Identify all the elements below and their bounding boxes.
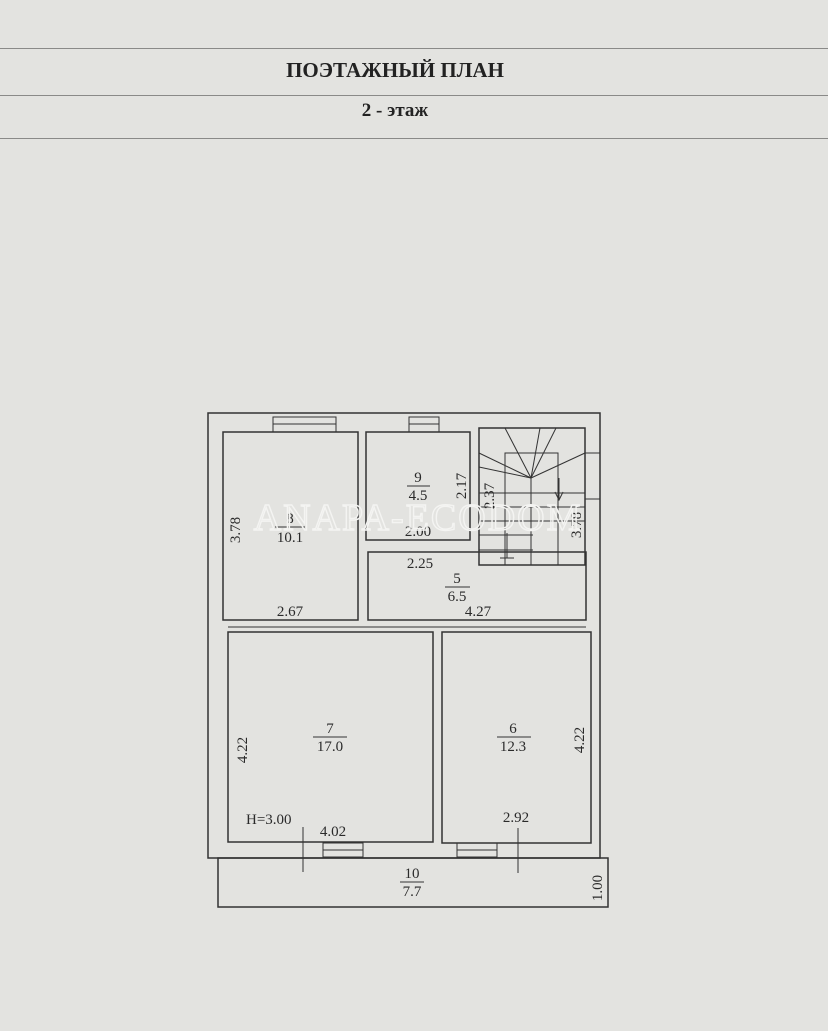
outer-wall <box>207 412 601 859</box>
dim-room6-width: 2.92 <box>503 810 529 826</box>
room-6 <box>441 631 592 844</box>
room-9-number: 9 <box>414 470 422 486</box>
window-top-left <box>272 416 337 433</box>
room-9-area: 4.5 <box>409 488 428 504</box>
room-6-number: 6 <box>509 721 517 737</box>
room-7-area: 17.0 <box>317 739 343 755</box>
dim-room5-bottom: 4.27 <box>465 604 492 620</box>
header-top-line <box>0 48 828 49</box>
dim-room7-height: 4.22 <box>235 737 251 763</box>
stair-direction-arrow-icon <box>554 478 564 502</box>
room-10-number: 10 <box>405 866 420 882</box>
room-8-area: 10.1 <box>277 530 303 546</box>
room-6-area: 12.3 <box>500 739 526 755</box>
window-top-mid <box>408 416 440 433</box>
dim-room8-height: 3.78 <box>228 517 244 543</box>
room-5-number: 5 <box>453 571 461 587</box>
room-5 <box>367 551 587 621</box>
ceiling-height: H=3.00 <box>246 812 292 828</box>
room-8 <box>222 431 359 621</box>
dim-balcony-depth: 1.00 <box>590 875 606 901</box>
plan-title: ПОЭТАЖНЫЙ ПЛАН <box>286 58 504 82</box>
room-5-area: 6.5 <box>448 589 467 605</box>
balcony <box>217 857 609 908</box>
dim-room5-top: 2.25 <box>407 556 433 572</box>
dim-stair-height: 2.37 <box>482 482 498 509</box>
dim-room6-height: 4.22 <box>572 727 588 753</box>
header-divider <box>0 95 828 96</box>
watermark: ANAPA-ECODOM <box>254 497 583 539</box>
room-10-area: 7.7 <box>403 884 422 900</box>
floor-subtitle: 2 - этаж <box>361 100 429 121</box>
header-bottom-line <box>0 138 828 139</box>
staircase <box>478 427 601 566</box>
room-7-number: 7 <box>326 721 334 737</box>
dim-stair-right: 3.78 <box>569 512 585 538</box>
dim-room8-width: 2.67 <box>277 604 304 620</box>
window-bottom-right <box>456 828 519 873</box>
dim-room9-height: 2.17 <box>454 472 470 499</box>
room-7 <box>227 631 434 843</box>
window-bottom-left <box>302 827 364 872</box>
room-8-number: 8 <box>286 511 294 527</box>
dim-room7-width: 4.02 <box>320 824 346 840</box>
dim-room9-width: 2.00 <box>405 524 431 540</box>
room-9 <box>365 431 471 541</box>
